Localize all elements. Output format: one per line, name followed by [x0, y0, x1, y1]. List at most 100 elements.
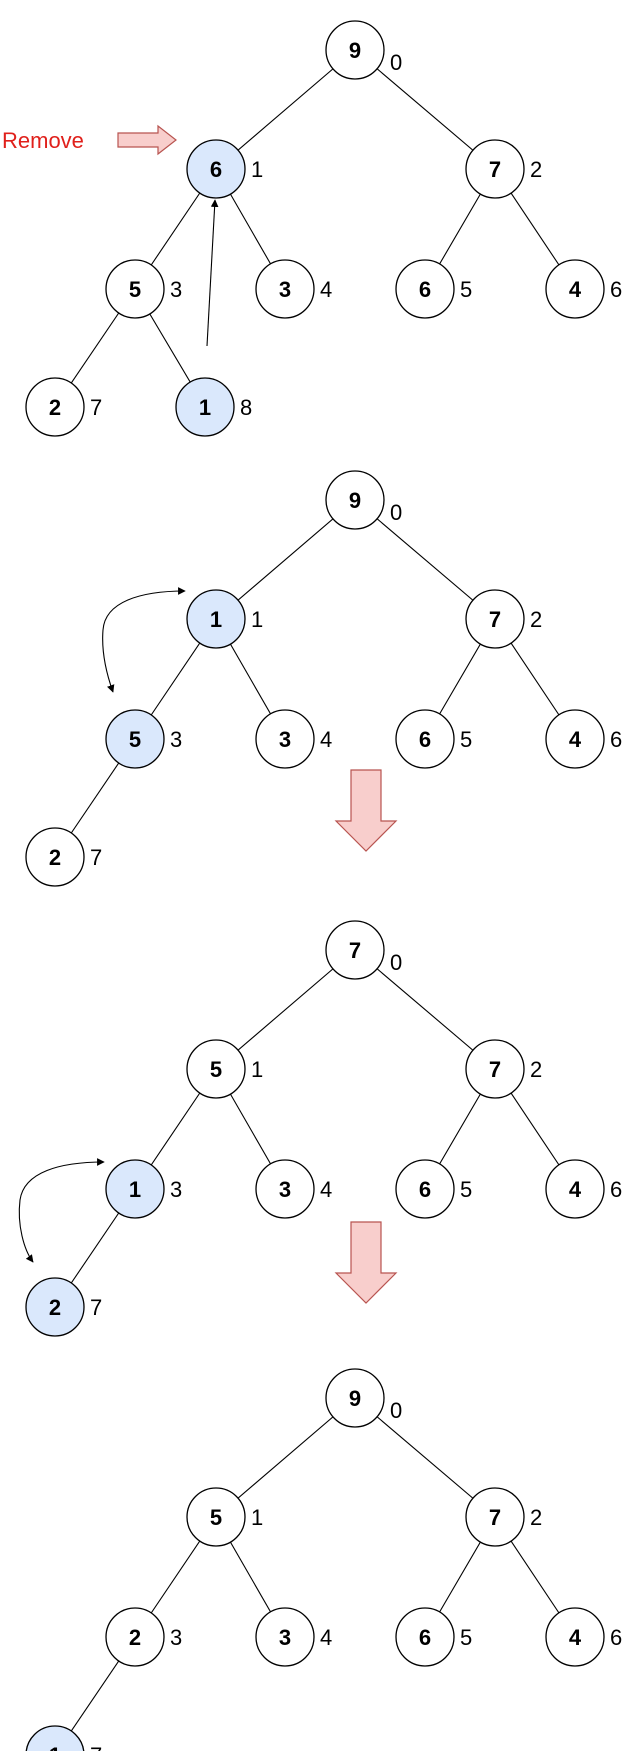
heap-node-value: 2: [49, 845, 61, 870]
heap-node-value: 4: [569, 1625, 582, 1650]
swap-arrow-step-2: [102, 587, 186, 693]
heap-node-index: 2: [530, 1057, 542, 1082]
heap-node-index: 6: [610, 1177, 622, 1202]
heap-node-circle: [395, 259, 455, 319]
heap-node-value: 1: [49, 1743, 61, 1751]
heap-node-index: 4: [320, 1177, 332, 1202]
heap-node-value: 1: [129, 1177, 141, 1202]
heap-node-index: 4: [320, 1625, 332, 1650]
heap-node-value: 5: [129, 727, 141, 752]
heap-node-circle: [465, 1487, 525, 1547]
heap-node-value: 9: [349, 488, 361, 513]
heap-node-index: 7: [90, 1743, 102, 1751]
heap-node-circle: [105, 709, 165, 769]
heap-node-value: 9: [349, 1386, 361, 1411]
tree-edge: [215, 49, 356, 170]
heap-node-value: 2: [129, 1625, 141, 1650]
heap-node-index: 7: [90, 395, 102, 420]
heap-node-index: 0: [390, 1398, 402, 1423]
heap-node-value: 3: [279, 727, 291, 752]
heap-node-circle: [255, 709, 315, 769]
heap-node-circle: [395, 1159, 455, 1219]
heap-node-circle: [545, 1159, 605, 1219]
heap-node-value: 7: [489, 157, 501, 182]
heap-node-value: 4: [569, 277, 582, 302]
heap-node-index: 2: [530, 607, 542, 632]
heap-node-index: 5: [460, 277, 472, 302]
heap-node-index: 3: [170, 727, 182, 752]
tree-edge: [215, 1397, 356, 1518]
heap-node-circle: [325, 470, 385, 530]
heap-node-circle: [545, 1607, 605, 1667]
tree-edge: [354, 949, 496, 1070]
heap-node-value: 4: [569, 1177, 582, 1202]
remove-arrow-icon: [117, 124, 177, 156]
heap-node-circle: [255, 259, 315, 319]
heap-node-index: 0: [390, 950, 402, 975]
remove-label: Remove: [2, 128, 84, 153]
heap-node-circle: [325, 20, 385, 80]
heap-node-circle: [105, 259, 165, 319]
heap-node-index: 1: [251, 607, 263, 632]
heap-node-index: 7: [90, 1295, 102, 1320]
heap-tree-step-4: 9051722334654617: [25, 1368, 622, 1751]
heap-node-index: 4: [320, 727, 332, 752]
heap-node-index: 1: [251, 1505, 263, 1530]
heap-node-index: 5: [460, 1177, 472, 1202]
heap-node-value: 6: [419, 1625, 431, 1650]
heap-node-circle: [395, 1607, 455, 1667]
heap-node-circle: [325, 920, 385, 980]
heap-node-value: 2: [49, 395, 61, 420]
heap-node-index: 1: [251, 1057, 263, 1082]
tree-edge: [354, 1397, 496, 1518]
heap-node-index: 8: [240, 395, 252, 420]
heap-node-value: 5: [129, 277, 141, 302]
heap-node-circle: [465, 1039, 525, 1099]
heap-node-value: 3: [279, 277, 291, 302]
heap-node-value: 6: [419, 277, 431, 302]
heap-node-circle: [465, 589, 525, 649]
heap-node-circle: [545, 709, 605, 769]
heap-node-circle: [465, 139, 525, 199]
heap-node-index: 6: [610, 1625, 622, 1650]
heap-node-index: 5: [460, 1625, 472, 1650]
heap-node-value: 4: [569, 727, 582, 752]
heap-node-circle: [395, 709, 455, 769]
heap-node-circle: [105, 1159, 165, 1219]
down-arrow-icon: [334, 1221, 398, 1304]
heap-node-index: 0: [390, 500, 402, 525]
tree-edge: [354, 49, 496, 170]
heap-node-value: 3: [279, 1177, 291, 1202]
heap-node-value: 1: [210, 607, 222, 632]
heap-node-circle: [25, 1725, 85, 1751]
heap-node-value: 7: [489, 1505, 501, 1530]
heap-node-circle: [186, 139, 246, 199]
heap-node-value: 6: [419, 1177, 431, 1202]
heap-node-index: 0: [390, 50, 402, 75]
heap-node-value: 5: [210, 1057, 222, 1082]
heap-node-value: 7: [489, 1057, 501, 1082]
swap-arrow-step-3: [18, 1158, 105, 1263]
tree-edge: [215, 949, 356, 1070]
heap-node-value: 7: [349, 938, 361, 963]
heap-node-value: 1: [199, 395, 211, 420]
heap-node-value: 2: [49, 1295, 61, 1320]
heap-node-circle: [325, 1368, 385, 1428]
heap-node-circle: [25, 377, 85, 437]
heap-node-circle: [186, 589, 246, 649]
heap-node-circle: [105, 1607, 165, 1667]
heap-node-index: 1: [251, 157, 263, 182]
tree-edge: [354, 499, 496, 620]
heap-node-circle: [175, 377, 235, 437]
heap-node-index: 2: [530, 157, 542, 182]
heap-node-index: 6: [610, 277, 622, 302]
heap-node-circle: [255, 1607, 315, 1667]
heap-node-index: 2: [530, 1505, 542, 1530]
heap-node-value: 9: [349, 38, 361, 63]
heap-node-circle: [25, 1277, 85, 1337]
heap-node-circle: [186, 1039, 246, 1099]
